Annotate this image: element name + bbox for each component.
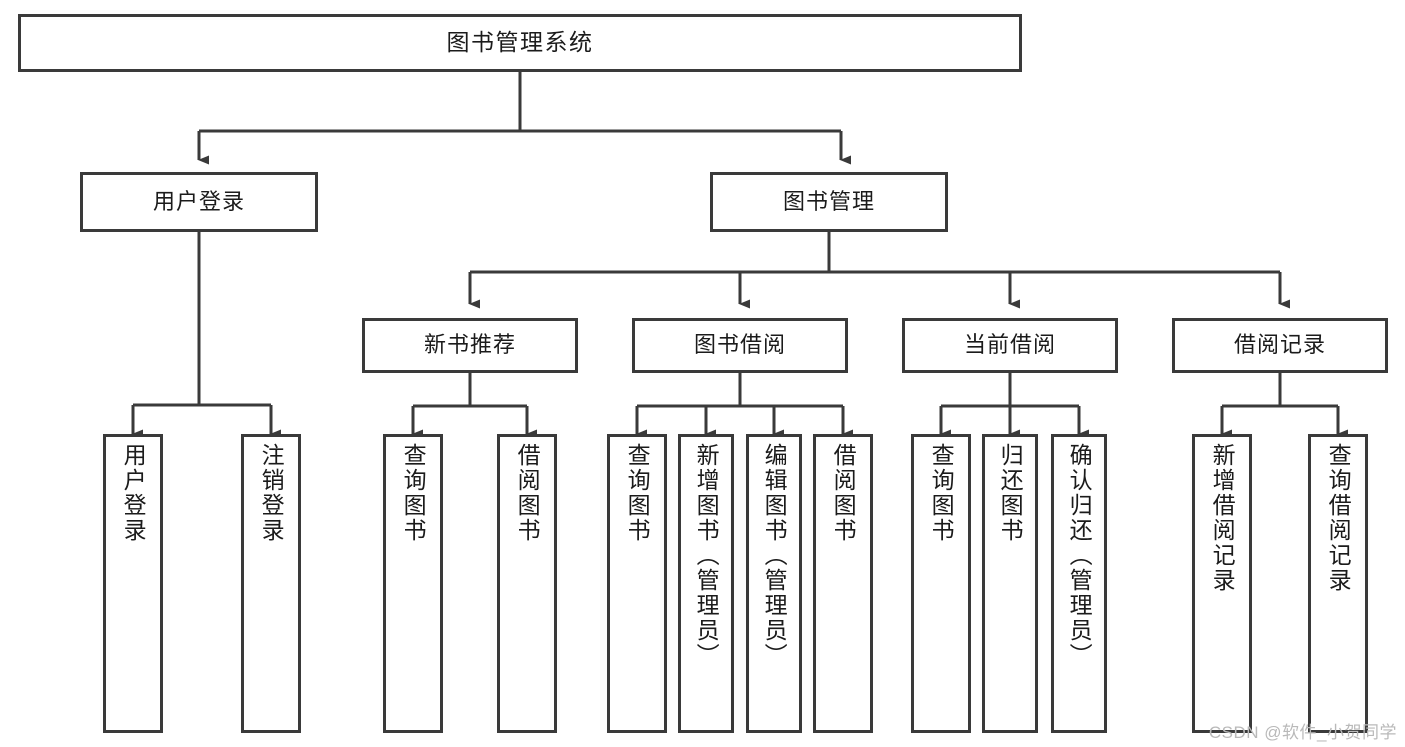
- leaf-query-book-borrowing[interactable]: 查询图书: [607, 434, 667, 733]
- node-label: 查询图书: [928, 443, 955, 543]
- leaf-user-login[interactable]: 用户登录: [103, 434, 163, 733]
- node-user-login[interactable]: 用户登录: [80, 172, 318, 232]
- leaf-query-book-current[interactable]: 查询图书: [911, 434, 971, 733]
- leaf-confirm-return-admin[interactable]: 确认归还（管理员）: [1051, 434, 1107, 733]
- leaf-add-borrowing-record[interactable]: 新增借阅记录: [1192, 434, 1252, 733]
- node-book-borrowing[interactable]: 图书借阅: [632, 318, 848, 373]
- leaf-borrow-book-recommendation[interactable]: 借阅图书: [497, 434, 557, 733]
- node-label: 借阅图书: [514, 443, 541, 543]
- node-label: 借阅记录: [1233, 332, 1326, 358]
- node-label: 查询借阅记录: [1325, 443, 1352, 593]
- leaf-user-logout[interactable]: 注销登录: [241, 434, 301, 733]
- node-label: 图书借阅: [693, 332, 786, 358]
- leaf-borrow-book-borrowing[interactable]: 借阅图书: [813, 434, 873, 733]
- node-label: 用户登录: [152, 188, 245, 214]
- leaf-return-book[interactable]: 归还图书: [982, 434, 1038, 733]
- leaf-add-book-admin[interactable]: 新增图书（管理员）: [678, 434, 734, 733]
- node-root-book-management-system[interactable]: 图书管理系统: [18, 14, 1022, 72]
- node-label: 借阅图书: [830, 443, 857, 543]
- leaf-query-borrowing-record[interactable]: 查询借阅记录: [1308, 434, 1368, 733]
- node-label: 新增图书（管理员）: [693, 443, 720, 668]
- node-book-management[interactable]: 图书管理: [710, 172, 948, 232]
- node-current-borrowing[interactable]: 当前借阅: [902, 318, 1118, 373]
- node-label: 查询图书: [624, 443, 651, 543]
- node-label: 新书推荐: [423, 332, 516, 358]
- leaf-edit-book-admin[interactable]: 编辑图书（管理员）: [746, 434, 802, 733]
- node-label: 注销登录: [258, 443, 285, 543]
- node-label: 确认归还（管理员）: [1066, 443, 1093, 668]
- node-label: 查询图书: [400, 443, 427, 543]
- node-label: 图书管理: [782, 188, 875, 214]
- leaf-query-book-recommendation[interactable]: 查询图书: [383, 434, 443, 733]
- node-label: 当前借阅: [963, 332, 1056, 358]
- node-new-book-recommendation[interactable]: 新书推荐: [362, 318, 578, 373]
- node-label: 用户登录: [120, 443, 147, 543]
- node-label: 新增借阅记录: [1209, 443, 1236, 593]
- node-borrowing-records[interactable]: 借阅记录: [1172, 318, 1388, 373]
- node-label: 编辑图书（管理员）: [761, 443, 788, 668]
- node-label: 归还图书: [997, 443, 1024, 543]
- node-label: 图书管理系统: [446, 29, 594, 56]
- csdn-watermark: CSDN @软件_小贺同学: [1208, 723, 1397, 742]
